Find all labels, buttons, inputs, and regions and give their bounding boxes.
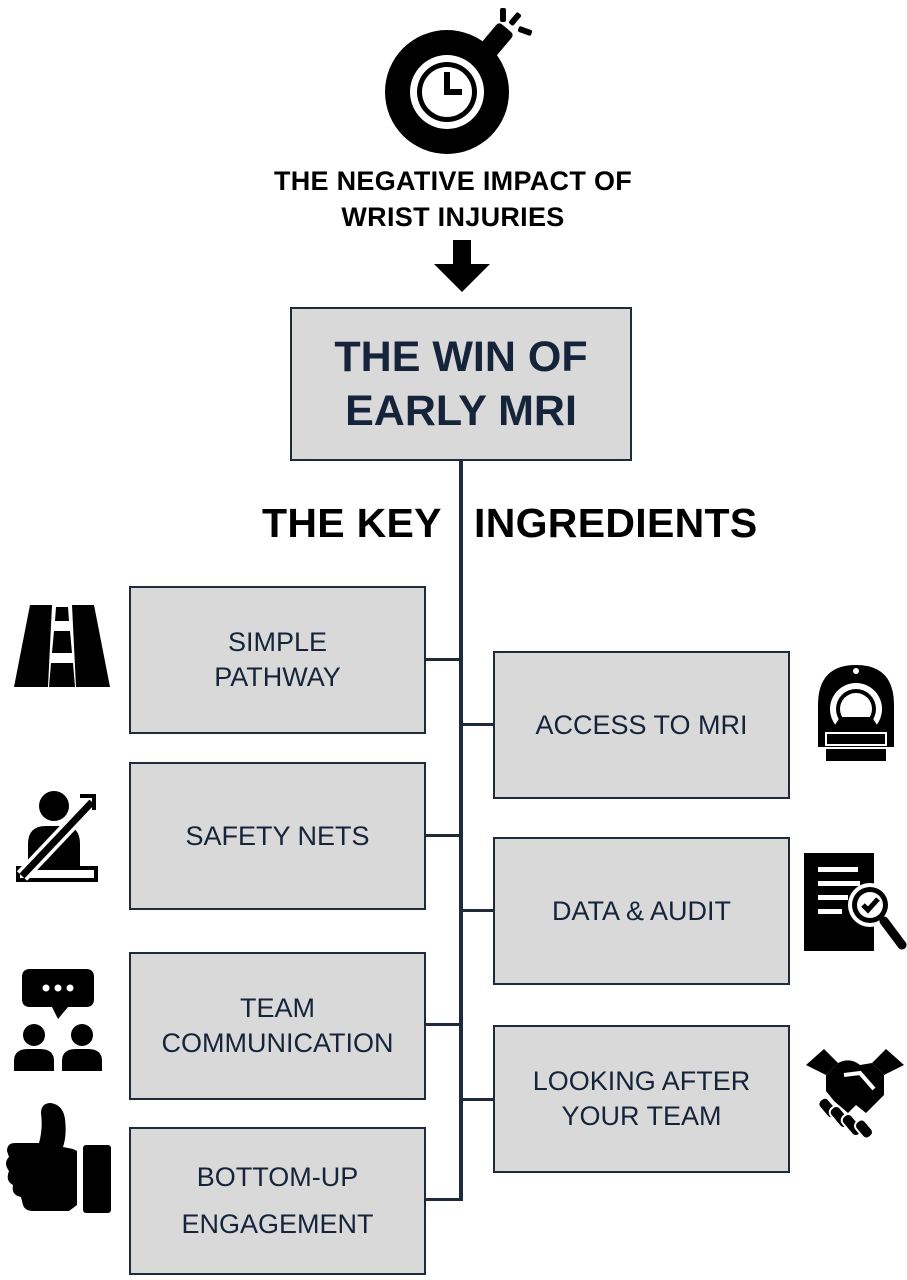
team-chat-icon (14, 969, 102, 1071)
impact-title-line1: THE NEGATIVE IMPACT OF (273, 166, 633, 196)
ingredient-box-team-communication: TEAM COMMUNICATION (129, 952, 426, 1100)
trunk-line (459, 461, 463, 1201)
seatbelt-icon (16, 791, 98, 882)
ingredient-label: SAFETY NETS (185, 820, 370, 851)
key-heading-right: INGREDIENTS (474, 500, 758, 546)
mri-scanner-icon (818, 665, 894, 761)
ingredient-label: SIMPLE (227, 627, 328, 657)
road-icon (14, 605, 110, 687)
ingredient-box-looking-after-team: LOOKING AFTER YOUR TEAM (493, 1025, 790, 1173)
key-heading-left: THE KEY (262, 500, 442, 546)
connector-left-4 (424, 1198, 463, 1201)
main-outcome-line1: THE WIN OF (334, 333, 588, 381)
main-outcome-box: THE WIN OF EARLY MRI (290, 307, 632, 461)
ingredient-label: ENGAGEMENT (181, 1209, 374, 1239)
connector-left-1 (424, 658, 463, 661)
ingredient-box-simple-pathway: SIMPLE PATHWAY (129, 586, 426, 734)
handshake-icon (806, 1049, 904, 1140)
connector-left-3 (424, 1023, 463, 1026)
connector-right-1 (459, 723, 495, 726)
bomb-clock-icon (385, 8, 533, 154)
main-outcome-line2: EARLY MRI (345, 387, 577, 435)
ingredient-label: LOOKING AFTER (532, 1066, 751, 1096)
ingredient-box-bottom-up-engagement: BOTTOM-UP ENGAGEMENT (129, 1127, 426, 1275)
impact-title-line2: WRIST INJURIES (341, 202, 565, 232)
ingredient-label: ACCESS TO MRI (535, 709, 748, 740)
ingredient-label: DATA & AUDIT (551, 895, 732, 926)
ingredient-label: YOUR TEAM (561, 1101, 722, 1131)
ingredient-box-safety-nets: SAFETY NETS (129, 762, 426, 910)
ingredient-label: BOTTOM-UP (196, 1162, 359, 1192)
connector-left-2 (424, 834, 463, 837)
down-arrow-icon (434, 240, 490, 292)
ingredient-box-data-audit: DATA & AUDIT (493, 837, 790, 985)
connector-right-2 (459, 909, 495, 912)
ingredient-label: COMMUNICATION (161, 1028, 394, 1058)
document-audit-icon (804, 853, 907, 951)
ingredient-label: TEAM (239, 993, 315, 1023)
ingredient-box-access-to-mri: ACCESS TO MRI (493, 651, 790, 799)
ingredient-label: PATHWAY (214, 662, 341, 692)
thumbs-up-icon (6, 1103, 111, 1213)
connector-right-3 (459, 1098, 495, 1101)
